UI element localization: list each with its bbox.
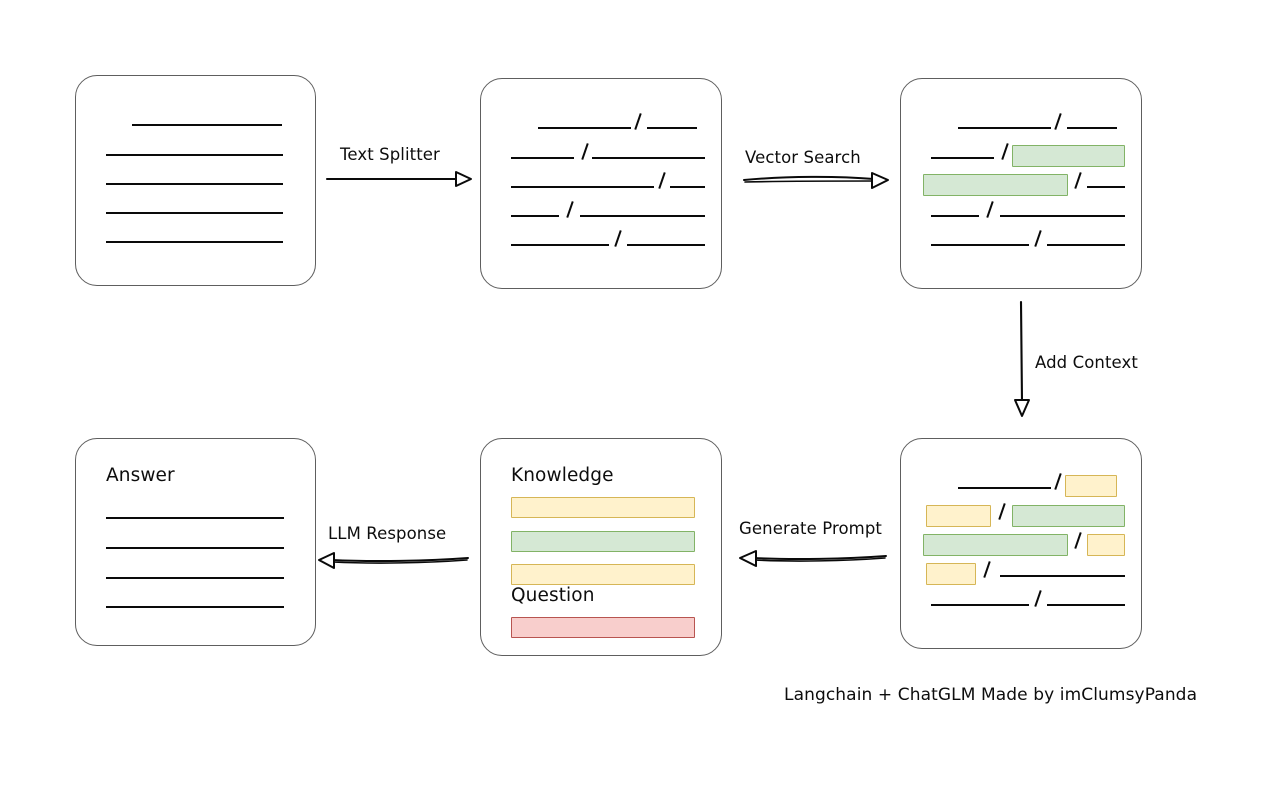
text-segment: [580, 215, 705, 217]
text-line: [106, 241, 283, 243]
text-line: [106, 577, 284, 579]
context-chunk-chip[interactable]: [926, 505, 991, 527]
split-slash: [1054, 113, 1062, 130]
split-slash: [634, 113, 642, 130]
arrow-generate-prompt: [739, 550, 887, 567]
text-segment: [627, 244, 705, 246]
arrow-add-context: [1014, 300, 1030, 417]
context-document-box[interactable]: [900, 438, 1142, 649]
text-segment: [511, 244, 609, 246]
split-slash: [983, 561, 991, 578]
matched-chunk-chip[interactable]: [1012, 505, 1125, 527]
split-slash: [581, 143, 589, 160]
text-line: [106, 154, 283, 156]
edge-label-text-splitter: Text Splitter: [340, 145, 440, 164]
text-line: [106, 547, 284, 549]
text-line: [106, 212, 283, 214]
text-segment: [1087, 186, 1125, 188]
text-line: [106, 517, 284, 519]
text-segment: [511, 157, 574, 159]
knowledge-bar[interactable]: [511, 497, 695, 518]
matched-document-box[interactable]: [900, 78, 1142, 289]
text-segment: [931, 604, 1029, 606]
context-chunk-chip[interactable]: [926, 563, 976, 585]
text-segment: [511, 215, 559, 217]
arrow-llm-response: [318, 552, 469, 569]
edge-label-generate-prompt: Generate Prompt: [739, 519, 882, 538]
text-segment: [958, 127, 1051, 129]
text-segment: [931, 157, 994, 159]
source-document-box[interactable]: [75, 75, 316, 286]
split-slash: [1034, 590, 1042, 607]
text-segment: [1067, 127, 1117, 129]
answer-box[interactable]: Answer: [75, 438, 316, 646]
knowledge-heading: Knowledge: [511, 465, 614, 486]
text-segment: [931, 215, 979, 217]
knowledge-bar[interactable]: [511, 531, 695, 552]
matched-chunk-chip[interactable]: [923, 534, 1068, 556]
arrow-text-splitter: [325, 171, 472, 187]
context-chunk-chip[interactable]: [1065, 475, 1117, 497]
split-slash: [998, 503, 1006, 520]
edge-label-add-context: Add Context: [1035, 353, 1138, 372]
text-segment: [1000, 575, 1125, 577]
split-slash: [566, 201, 574, 218]
text-segment: [647, 127, 697, 129]
split-document-box[interactable]: [480, 78, 722, 289]
matched-chunk-chip[interactable]: [1012, 145, 1125, 167]
split-slash: [1001, 143, 1009, 160]
context-chunk-chip[interactable]: [1087, 534, 1125, 556]
text-segment: [958, 487, 1051, 489]
split-slash: [614, 230, 622, 247]
text-segment: [1047, 244, 1125, 246]
text-line: [132, 124, 282, 126]
text-line: [106, 183, 283, 185]
split-slash: [1074, 532, 1082, 549]
knowledge-bar[interactable]: [511, 564, 695, 585]
text-segment: [592, 157, 705, 159]
question-heading: Question: [511, 585, 595, 606]
split-slash: [1034, 230, 1042, 247]
text-segment: [1047, 604, 1125, 606]
split-slash: [986, 201, 994, 218]
split-slash: [1074, 172, 1082, 189]
text-segment: [511, 186, 654, 188]
diagram-caption: Langchain + ChatGLM Made by imClumsyPand…: [784, 685, 1198, 705]
prompt-box[interactable]: Knowledge Question: [480, 438, 722, 656]
matched-chunk-chip[interactable]: [923, 174, 1068, 196]
split-slash: [1054, 473, 1062, 490]
split-slash: [658, 172, 666, 189]
edge-label-llm-response: LLM Response: [328, 524, 447, 543]
arrow-vector-search: [743, 172, 889, 189]
text-segment: [931, 244, 1029, 246]
text-line: [106, 606, 284, 608]
text-segment: [538, 127, 631, 129]
question-bar[interactable]: [511, 617, 695, 638]
text-segment: [670, 186, 705, 188]
text-segment: [1000, 215, 1125, 217]
answer-title: Answer: [106, 465, 175, 486]
edge-label-vector-search: Vector Search: [745, 148, 861, 167]
